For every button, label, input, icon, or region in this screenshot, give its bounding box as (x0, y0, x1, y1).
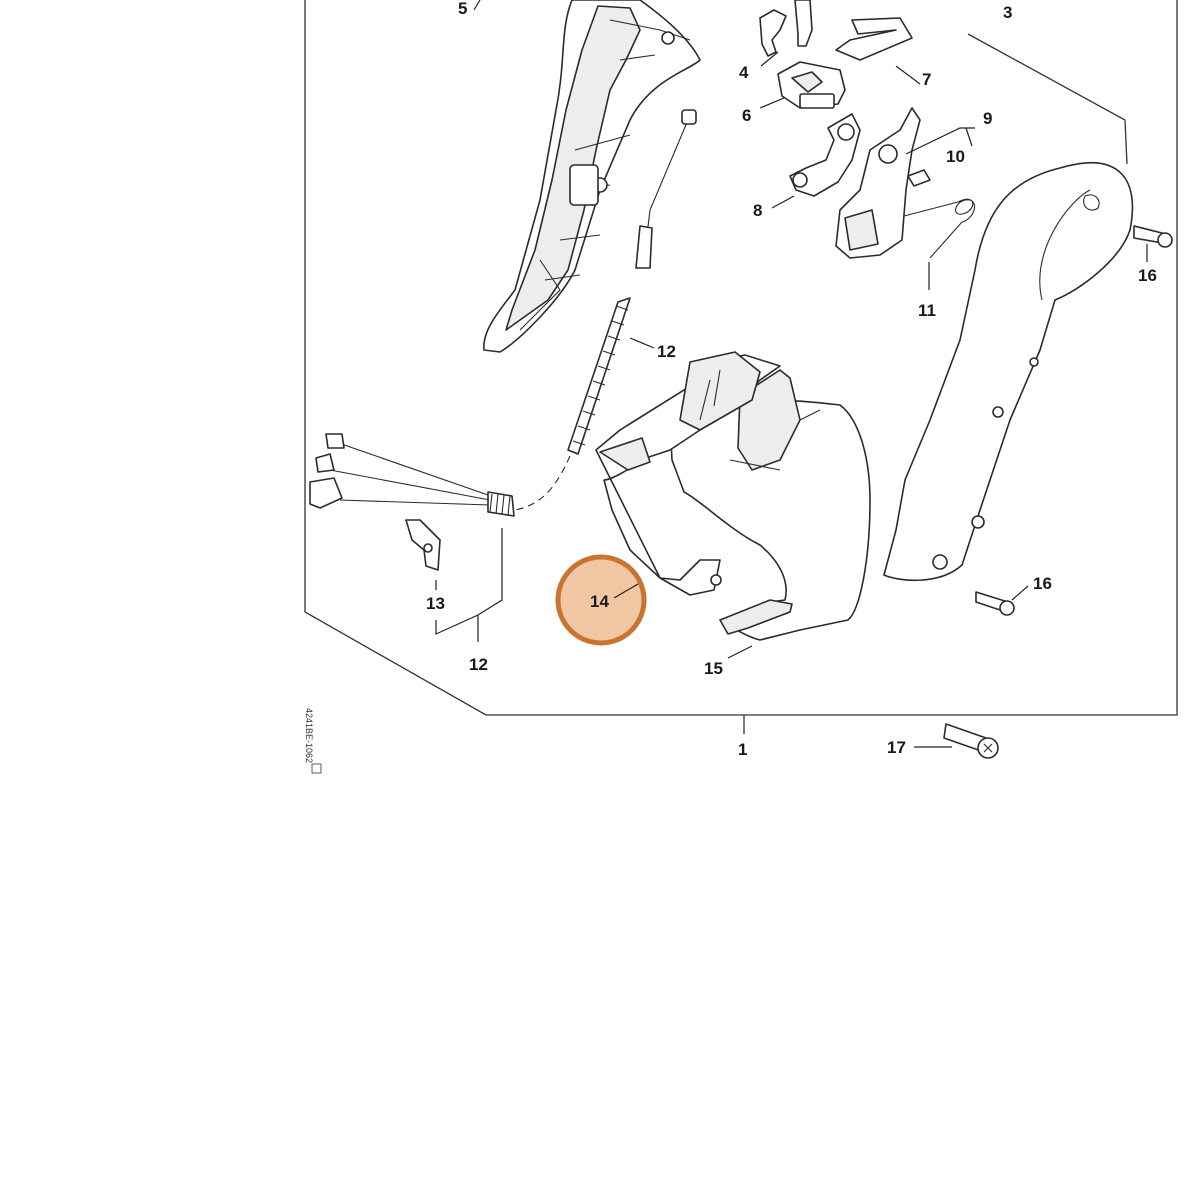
callout-6[interactable]: 6 (742, 106, 751, 125)
screw-part-16-upper[interactable] (1133, 225, 1173, 248)
rear-handle-shell[interactable] (483, 0, 701, 353)
handle-cover-right[interactable] (883, 162, 1134, 582)
throttle-cable-part-12[interactable] (514, 109, 697, 511)
clip-part-4[interactable] (759, 0, 813, 57)
callout-16-lower[interactable]: 16 (1033, 574, 1052, 593)
screw-part-16-lower[interactable] (975, 591, 1015, 616)
drawing-code: 4241BE-1062 (304, 708, 322, 774)
callout-4[interactable]: 4 (739, 63, 749, 82)
bracket-part-7[interactable] (835, 17, 913, 61)
callout-13[interactable]: 13 (426, 594, 445, 613)
callout-12-upper[interactable]: 12 (657, 342, 676, 361)
callout-labels: 1 3 4 5 6 7 8 9 10 11 12 12 13 14 15 16 … (426, 0, 1157, 759)
drawing-code-text: 4241BE-1062 (304, 708, 314, 763)
torsion-spring-part-11[interactable] (903, 198, 976, 259)
leader-lines (435, 0, 1148, 748)
housing-half-part-14[interactable] (595, 351, 781, 596)
callout-5[interactable]: 5 (458, 0, 467, 18)
pin-part-10[interactable] (907, 169, 931, 187)
throttle-trigger-part-9[interactable] (835, 107, 921, 259)
screw-part-17[interactable] (943, 723, 999, 759)
callout-9[interactable]: 9 (983, 109, 992, 128)
callout-12-lower[interactable]: 12 (469, 655, 488, 674)
callout-16-upper[interactable]: 16 (1138, 266, 1157, 285)
plate-part-13[interactable] (405, 519, 441, 571)
callout-17[interactable]: 17 (887, 738, 906, 757)
callout-14[interactable]: 14 (590, 592, 609, 611)
wiring-harness-part-12[interactable] (309, 433, 515, 517)
callout-8[interactable]: 8 (753, 201, 762, 220)
callout-7[interactable]: 7 (922, 70, 931, 89)
switch-block-part-6[interactable] (777, 61, 846, 109)
callout-1[interactable]: 1 (738, 740, 747, 759)
highlight-marker-14[interactable] (555, 554, 647, 646)
lever-part-8[interactable] (789, 113, 861, 197)
assembly-frame (304, 0, 1178, 734)
callout-10[interactable]: 10 (946, 147, 965, 166)
callout-15[interactable]: 15 (704, 659, 723, 678)
callout-3[interactable]: 3 (1003, 3, 1012, 22)
callout-11[interactable]: 11 (918, 301, 936, 320)
